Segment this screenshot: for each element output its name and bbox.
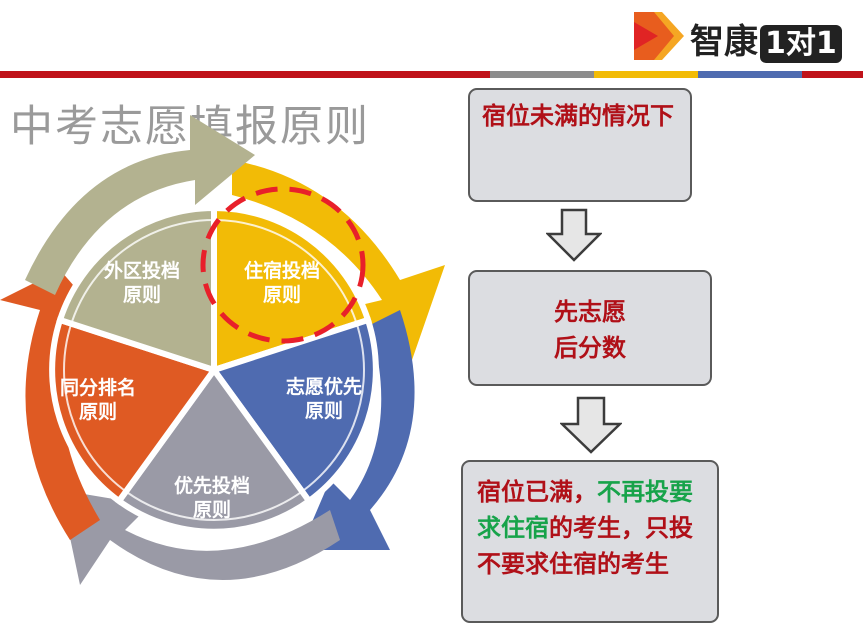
flow-box-rule: 先志愿 后分数 (468, 270, 712, 386)
arrow-yellow (232, 160, 445, 360)
logo-brand: 智康 (690, 22, 758, 62)
segment-label-orange-1: 同分排名 (60, 376, 136, 399)
highlight-circle (200, 186, 366, 344)
flow-box-condition: 宿位未满的情况下 (468, 88, 692, 202)
segment-label-yellow-1: 住宿投档 (244, 259, 320, 282)
stripe-blue (698, 71, 802, 78)
segment-label-orange-2: 原则 (79, 401, 117, 423)
arrow-gray (60, 490, 340, 585)
flow-box-full-part3: 的考生，只投不要求住宿的考生 (477, 514, 693, 578)
down-arrow-2-icon (560, 396, 622, 454)
page-title: 中考志愿填报原则 (10, 92, 370, 154)
flow-box-full-part2: 不再投要求住宿 (477, 478, 693, 542)
segment-khaki (56, 204, 217, 375)
flow-box-rule-line2: 后分数 (554, 334, 626, 362)
stripe-red-end (802, 71, 863, 78)
cycle-segments (49, 204, 379, 535)
arrow-khaki (25, 115, 255, 295)
logo-badge: 1对1 (760, 25, 842, 63)
down-arrow-1-icon (546, 208, 602, 262)
arrow-orange (0, 270, 100, 540)
segment-label-khaki-2: 原则 (123, 284, 161, 306)
flow-box-full: 宿位已满，不再投要求住宿的考生，只投不要求住宿的考生 (461, 460, 719, 623)
header-stripe (0, 71, 863, 78)
cycle-diagram: 住宿投档 原则 志愿优先 原则 优先投档 原则 同分排名 原则 外区投档 原则 (0, 115, 445, 585)
flow-box-rule-line1: 先志愿 (554, 298, 626, 326)
arrow-blue (300, 310, 415, 550)
logo-mark-icon (634, 12, 684, 60)
segment-gray (114, 364, 314, 535)
segment-label-blue-1: 志愿优先 (286, 375, 362, 398)
segment-orange (49, 316, 219, 506)
segment-blue (209, 316, 379, 506)
flow-box-full-part1: 宿位已满， (477, 478, 597, 506)
segment-label-gray-1: 优先投档 (174, 474, 250, 497)
stripe-gray (490, 71, 594, 78)
segment-label-khaki-1: 外区投档 (104, 259, 180, 282)
inner-ring (63, 219, 365, 521)
segment-label-blue-2: 原则 (305, 400, 343, 422)
segment-label-gray-2: 原则 (193, 499, 231, 521)
stripe-yellow (594, 71, 698, 78)
segment-label-yellow-2: 原则 (263, 284, 301, 306)
stripe-red (0, 71, 490, 78)
cycle-arrows (0, 115, 445, 585)
